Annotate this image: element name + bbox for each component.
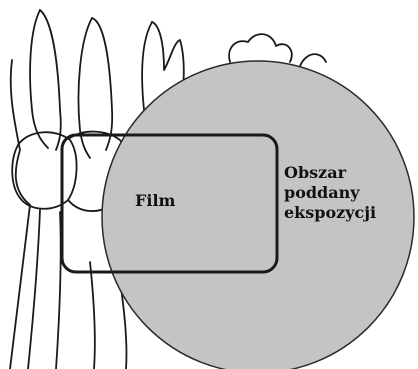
film-label: Film [135,191,175,211]
tooth-outline [28,210,40,369]
tooth-outline [229,34,292,62]
tooth-outline [92,18,112,150]
tooth-outline [30,10,48,148]
exposed-area-label-line-1: Obszar [284,163,376,183]
tooth-outline [10,60,30,369]
tooth-outline [40,10,61,150]
exposed-area-label-line-2: poddany [284,183,376,203]
exposed-area-label-line-3: ekspozycji [284,203,376,223]
tooth-outline [79,18,93,158]
tooth-outline [300,54,326,66]
tooth-outline [56,212,61,369]
exposed-area-label: Obszar poddany ekspozycji [284,163,376,223]
tooth-outline [90,262,95,369]
